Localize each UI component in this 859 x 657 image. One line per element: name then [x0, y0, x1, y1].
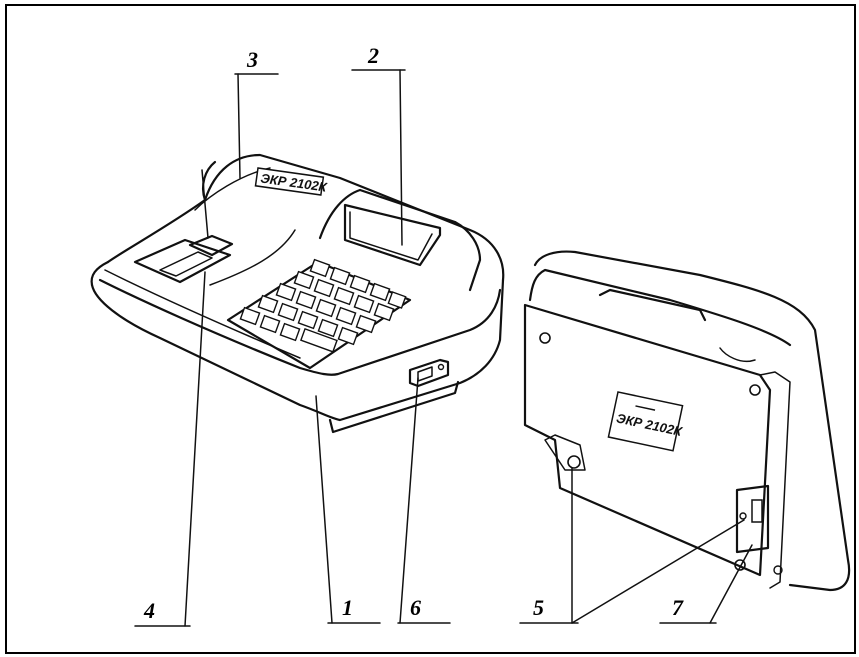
callout-2: 2	[367, 43, 379, 68]
power-switch-7	[735, 484, 770, 554]
keyboard	[226, 258, 412, 370]
callout-7: 7	[672, 595, 684, 620]
print-window-outline	[133, 238, 232, 284]
callout-3: 3	[246, 47, 258, 72]
leader-lines	[134, 69, 753, 627]
callout-5: 5	[533, 595, 544, 620]
frame-border	[5, 4, 856, 654]
callout-labels: 3 2 4 1 6 5 7	[143, 43, 684, 623]
rear-panel-outline	[523, 303, 772, 577]
callout-6: 6	[410, 595, 421, 620]
display-window-outline	[343, 203, 442, 267]
callout-1: 1	[342, 595, 353, 620]
connector-port-6	[408, 358, 450, 388]
fuse-holder-5	[567, 455, 581, 469]
callout-4: 4	[143, 598, 155, 623]
register-front-view: ЭКР 2102К	[90, 153, 505, 434]
register-rear-view: ЭКР 2102К	[523, 250, 851, 592]
model-plate-back: ЭКР 2102К	[607, 391, 684, 452]
